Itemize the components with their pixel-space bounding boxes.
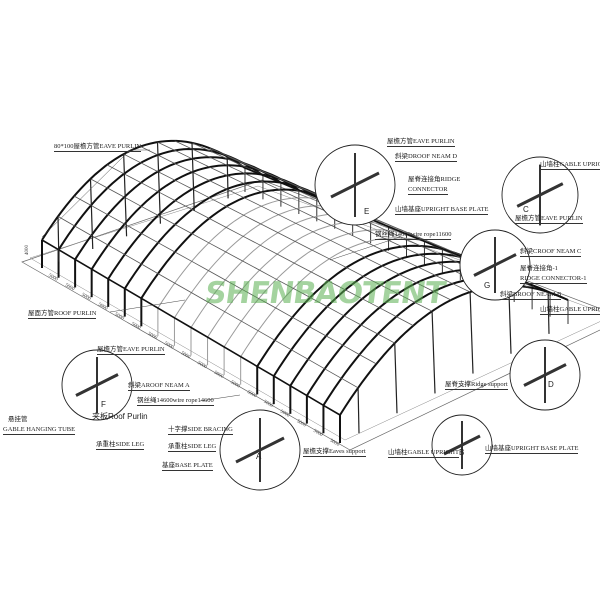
leader-line (199, 394, 241, 402)
label-clamp-roof-purlin: 夹板Roof Purlin (92, 412, 148, 421)
label-gable-hanging-tube-en: GABLE HANGING TUBE (3, 426, 76, 435)
label-eave-purlin-main: 80*100屋檐方管EAVE PURLIN (54, 143, 142, 152)
gable-upright (431, 311, 436, 394)
label-wire-rope-top: 钢丝绳14600wire rope11600 (375, 231, 452, 240)
label-f-eave-purlin: 屋檐方管EAVE PURLIN (97, 346, 165, 355)
detail-letter-d: D (548, 380, 554, 389)
dimension-bay: 5000 (279, 409, 291, 419)
label-wire-rope-bottom: 钢丝绳14600wire rope14600 (137, 397, 214, 406)
roof-purlin (106, 164, 414, 326)
detail-letter-f: F (101, 400, 106, 409)
dimension-bay: 5000 (213, 370, 225, 380)
label-e-ridge-connector-en: CONNECTOR (408, 186, 448, 195)
roof-purlin (41, 239, 341, 416)
roof-purlin (74, 195, 377, 365)
label-roof-purlin: 屋面方管ROOF PURLIN (28, 310, 97, 319)
dimension-bay: 5000 (97, 302, 109, 312)
label-g-roof-beam-c: 斜梁CROOF NEAM C (520, 248, 582, 257)
gable-upright (469, 291, 474, 374)
ground-outline (21, 179, 600, 451)
gable-upright (547, 292, 550, 334)
dimension-bay: 5000 (312, 429, 324, 439)
detail-letter-c: C (523, 205, 529, 214)
label-e-roof-beam-d: 斜梁DROOF NEAM D (395, 153, 458, 162)
dimension-bay: 5000 (180, 351, 192, 361)
dimension-bay: 5000 (196, 361, 208, 371)
label-g-roof-beam-b: 斜梁BROOF NEAM B (500, 291, 562, 300)
label-eaves-support: 屋檐支撑Eaves support (303, 448, 366, 457)
dimension-bay: 5000 (80, 293, 92, 303)
dimension-bay: 5000 (114, 312, 126, 322)
roof-purlin (57, 216, 359, 389)
watermark: SHENBAOTENT (202, 276, 447, 311)
dimension-bay: 5000 (147, 332, 159, 342)
label-b-gable-upright: 山墙柱GABLE UPRIGHT (388, 449, 459, 458)
label-g-ridge-connector-en: RIDGE CONNECTOR-1 (520, 275, 587, 284)
detail-letter-b: B (459, 448, 465, 457)
detail-letter-a: A (256, 452, 262, 461)
label-g-ridge-connector: 屋脊连接角-1 (520, 265, 558, 272)
label-gable-hanging-tube: 悬挂管 (8, 416, 28, 423)
gable-upright (156, 142, 162, 224)
roof-purlin (123, 153, 433, 312)
roof-purlin (140, 146, 452, 301)
gable-upright (123, 154, 128, 237)
detail-letter-e: E (364, 207, 370, 216)
label-e-upright-base-plate: 山墙基座UPRIGHT BASE PLATE (395, 206, 489, 215)
gable-upright (57, 216, 60, 262)
label-e-ridge-connector: 屋脊连接角RIDGE (408, 176, 461, 183)
dimension-bay: 5000 (47, 273, 59, 283)
detail-letter-g: G (484, 281, 491, 290)
label-c-gable-upright: 山墙柱GABLE UPRIGHT (540, 161, 600, 170)
dimension-bay: 5000 (263, 400, 275, 410)
label-c-eave-purlin: 屋檐方管EAVE PURLIN (515, 215, 583, 224)
leader-line (41, 149, 131, 238)
gable-upright (191, 142, 195, 212)
label-a-base-plate: 基座BASE PLATE (162, 462, 213, 471)
label-ridge-support: 屋脊支撑Ridge support (445, 381, 508, 390)
gable-upright (226, 156, 229, 199)
dimension-bay: 5000 (64, 283, 76, 293)
dimension-line (29, 185, 600, 441)
leader-line (109, 299, 186, 313)
dimension-bay: 5000 (130, 322, 142, 332)
label-f-side-leg: 承重柱SIDE LEG (96, 441, 145, 450)
label-a-side-bracing: 十字撑SIDE BRACING (168, 426, 233, 435)
label-b-upright-base-plate: 山墙基座UPRIGHT BASE PLATE (485, 445, 579, 454)
dimension-bay: 5000 (246, 390, 258, 400)
label-e-eave-purlin: 屋檐方管EAVE PURLIN (387, 138, 455, 147)
gable-upright (394, 343, 398, 414)
gable-upright (357, 387, 360, 434)
dimension-height: 4000 (25, 245, 30, 256)
leader-line (329, 236, 401, 261)
dimension-bay: 5000 (229, 380, 241, 390)
dimension-bay: 5000 (329, 439, 341, 449)
label-d-gable-upright: 山墙柱GABLE UPRIGHT (540, 306, 600, 315)
label-f-roof-beam-a: 斜梁AROOF NEAM A (128, 382, 190, 391)
gable-upright (89, 178, 94, 250)
roof-purlin (90, 178, 395, 344)
roof-purlin (157, 141, 471, 293)
label-a-side-leg: 承重柱SIDE LEG (168, 443, 217, 452)
dimension-bay: 5000 (163, 341, 175, 351)
dimension-bay: 5000 (296, 419, 308, 429)
